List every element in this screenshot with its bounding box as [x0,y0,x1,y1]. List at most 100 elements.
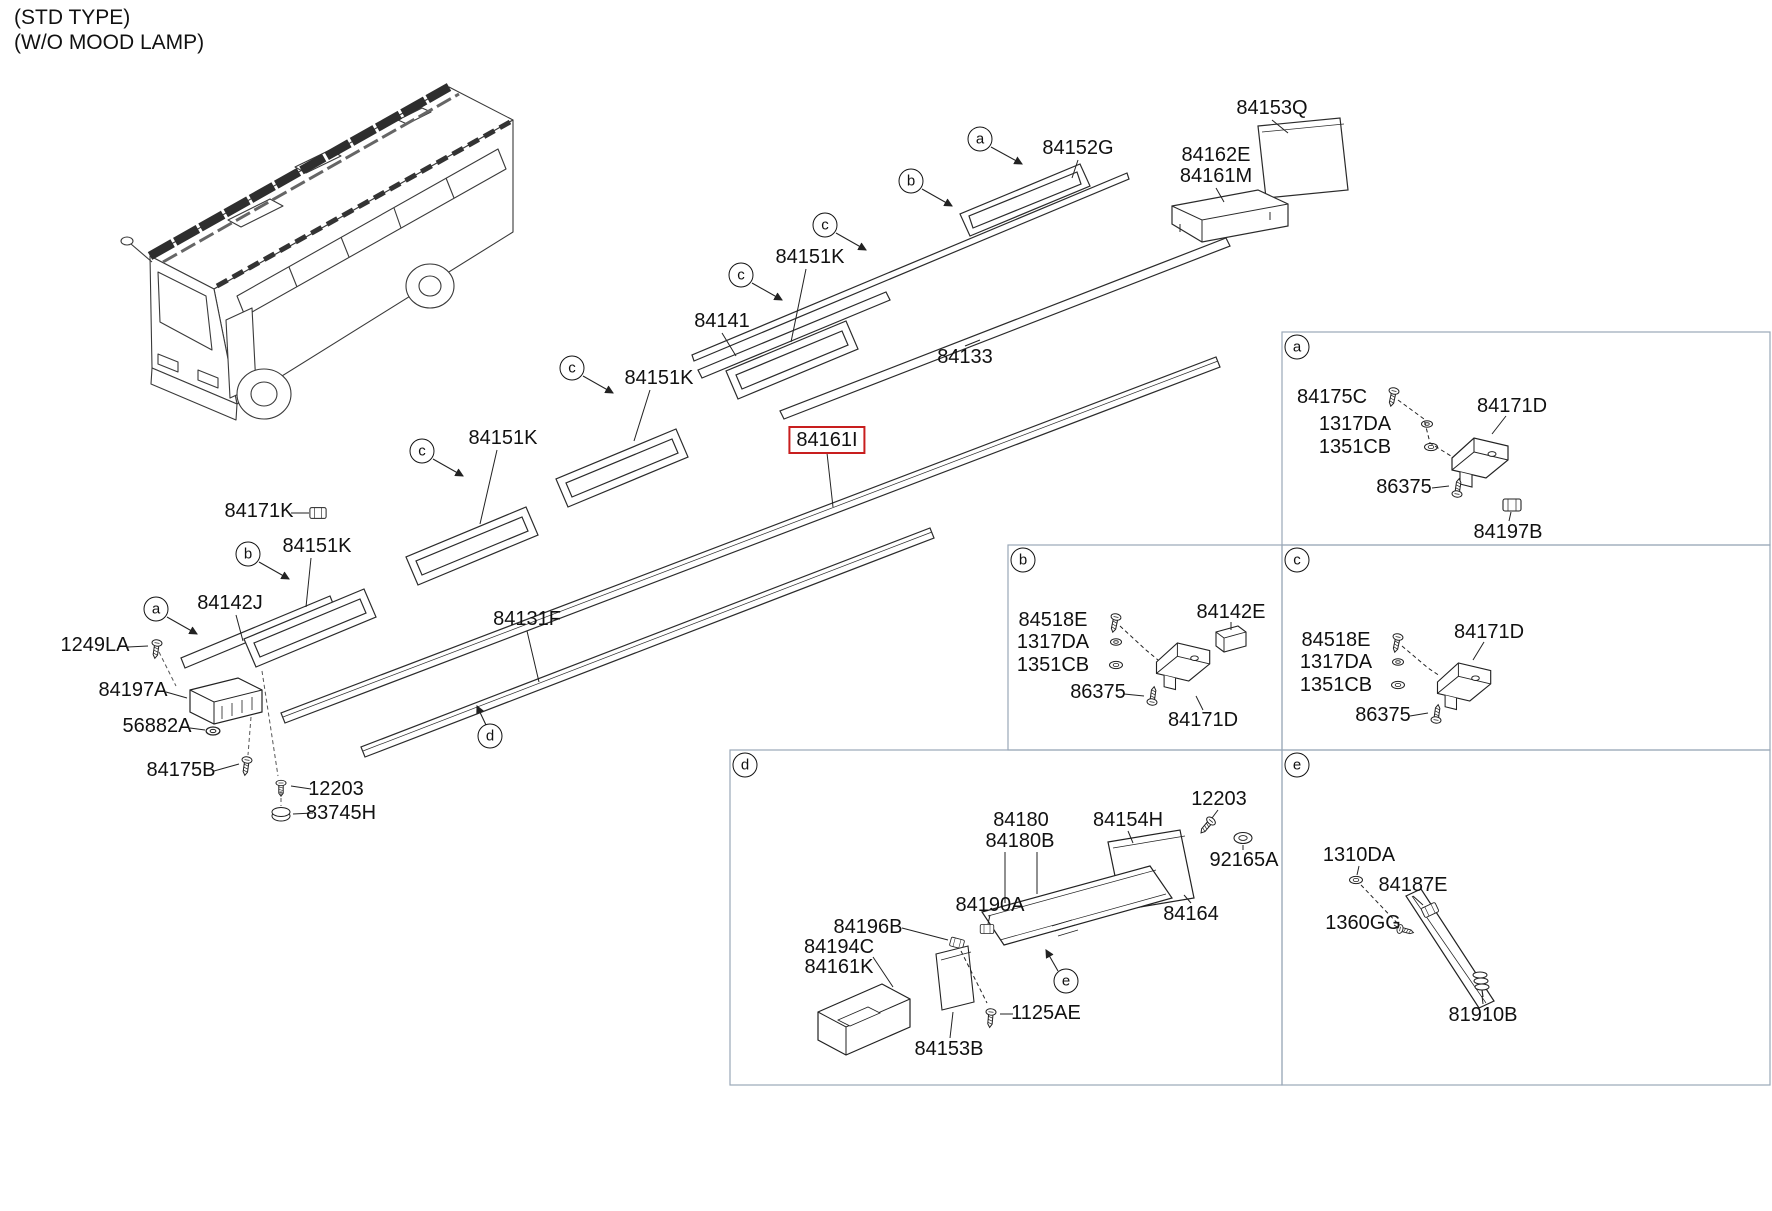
part-label-84153b[interactable]: 84153B [914,1038,984,1060]
part-label-84133[interactable]: 84133 [937,346,993,368]
part-label-1351cb[interactable]: 1351CB [1299,674,1373,696]
part-label-84196b[interactable]: 84196B [833,916,903,938]
callout-e: e [1053,968,1079,994]
part-label-84180b[interactable]: 84180B [985,830,1055,852]
part-label-56882a[interactable]: 56882A [122,715,192,737]
part-label-84171d[interactable]: 84171D [1167,709,1239,731]
part-label-1249la[interactable]: 1249LA [60,634,130,656]
diagram-variant-note: (W/O MOOD LAMP) [14,31,205,54]
detail-box-e [1281,749,1771,1086]
part-label-84190a[interactable]: 84190A [955,894,1025,916]
part-label-84197a[interactable]: 84197A [98,679,168,701]
bus-window-band [236,148,507,317]
callout-e: e [1284,752,1310,778]
part-label-84141[interactable]: 84141 [694,310,750,332]
part-label-86375[interactable]: 86375 [1070,681,1126,703]
part-label-83745h[interactable]: 83745H [305,802,377,824]
part-label-84518e[interactable]: 84518E [1301,629,1371,651]
part-label-81910b[interactable]: 81910B [1448,1004,1518,1026]
leader-lines [127,119,1289,815]
part-label-84151k[interactable]: 84151K [468,427,538,449]
bus-illustration [120,83,514,421]
screw-1125ae [984,1007,997,1029]
bus-roof-hatch-2 [397,107,432,125]
part-label-12203[interactable]: 12203 [1191,788,1247,810]
callout-a: a [143,596,169,622]
detail-e-art [1349,865,1495,1009]
part-label-84161k[interactable]: 84161K [804,956,874,978]
part-label-84153q[interactable]: 84153Q [1236,97,1308,119]
callout-c: c [728,262,754,288]
part-label-84142j[interactable]: 84142J [197,592,263,614]
screw-1249la [149,638,163,660]
part-label-86375[interactable]: 86375 [1355,704,1411,726]
clip-84190a [979,924,995,934]
part-label-84162e[interactable]: 84162E [1181,144,1251,166]
part-label-84194c[interactable]: 84194C [803,936,875,958]
part-label-1351cb[interactable]: 1351CB [1016,654,1090,676]
part-label-1317da[interactable]: 1317DA [1318,413,1392,435]
moulding-strips [180,172,1231,758]
part-shape-84197a [189,677,263,725]
part-label-84175b[interactable]: 84175B [146,759,216,781]
part-label-1317da[interactable]: 1317DA [1299,651,1373,673]
screw-12203 [1196,814,1218,837]
part-label-84142e[interactable]: 84142E [1196,601,1266,623]
spring-81910b [1472,971,1488,979]
seal-frames [243,163,1091,668]
bus-mirror [130,243,153,263]
part-label-1351cb[interactable]: 1351CB [1318,436,1392,458]
callout-a: a [1284,334,1310,360]
part-label-84161i[interactable]: 84161I [788,426,866,454]
callout-d: d [732,752,758,778]
detail-c-art [1389,632,1492,725]
bracket-84171d [1155,642,1211,691]
detail-a-art [1385,386,1522,522]
main-small-parts [149,507,327,822]
assembly-dashes [158,651,282,806]
part-label-84164[interactable]: 84164 [1163,903,1219,925]
part-label-84151k[interactable]: 84151K [624,367,694,389]
part-label-92165a[interactable]: 92165A [1209,849,1279,871]
callout-d: d [477,723,503,749]
part-label-84131f[interactable]: 84131F [493,608,561,630]
part-label-86375[interactable]: 86375 [1376,476,1432,498]
part-label-84175c[interactable]: 84175C [1296,386,1368,408]
part-label-84171d[interactable]: 84171D [1476,395,1548,417]
part-label-84197b[interactable]: 84197B [1473,521,1543,543]
part-shape-84131f [360,527,935,758]
detail-b-art [1107,612,1247,711]
part-shape-84141 [697,291,891,379]
bus-headlight-left [157,353,179,373]
part-label-84154h[interactable]: 84154H [1092,809,1164,831]
part-label-84171d[interactable]: 84171D [1453,621,1525,643]
bracket-84171d [1436,662,1492,711]
part-label-84151k[interactable]: 84151K [282,535,352,557]
part-label-1125ae[interactable]: 1125AE [1011,1002,1081,1024]
part-label-84518e[interactable]: 84518E [1018,609,1088,631]
part-label-84161m[interactable]: 84161M [1179,165,1253,187]
part-label-1360gg[interactable]: 1360GG [1325,912,1401,934]
bracket-84171d [1451,437,1509,488]
clip-84197b [1502,498,1522,512]
callout-c: c [1284,547,1310,573]
part-label-12203[interactable]: 12203 [308,778,364,800]
callout-c: c [559,355,585,381]
bus-headlight-right [197,369,219,389]
part-shape-84152g [691,172,1130,362]
bus-bumper [150,367,238,421]
part-shape-84153b [935,945,975,1011]
part-label-84180[interactable]: 84180 [993,809,1049,831]
part-label-84187e[interactable]: 84187E [1378,874,1448,896]
part-label-84171k[interactable]: 84171K [224,500,294,522]
part-label-84152g[interactable]: 84152G [1042,137,1114,159]
part-label-1310da[interactable]: 1310DA [1322,844,1396,866]
bus-roof-ac [227,198,284,228]
callout-c: c [812,212,838,238]
part-label-84151k[interactable]: 84151K [775,246,845,268]
part-label-1317da[interactable]: 1317DA [1016,631,1090,653]
roof-moulding-band [147,83,452,260]
